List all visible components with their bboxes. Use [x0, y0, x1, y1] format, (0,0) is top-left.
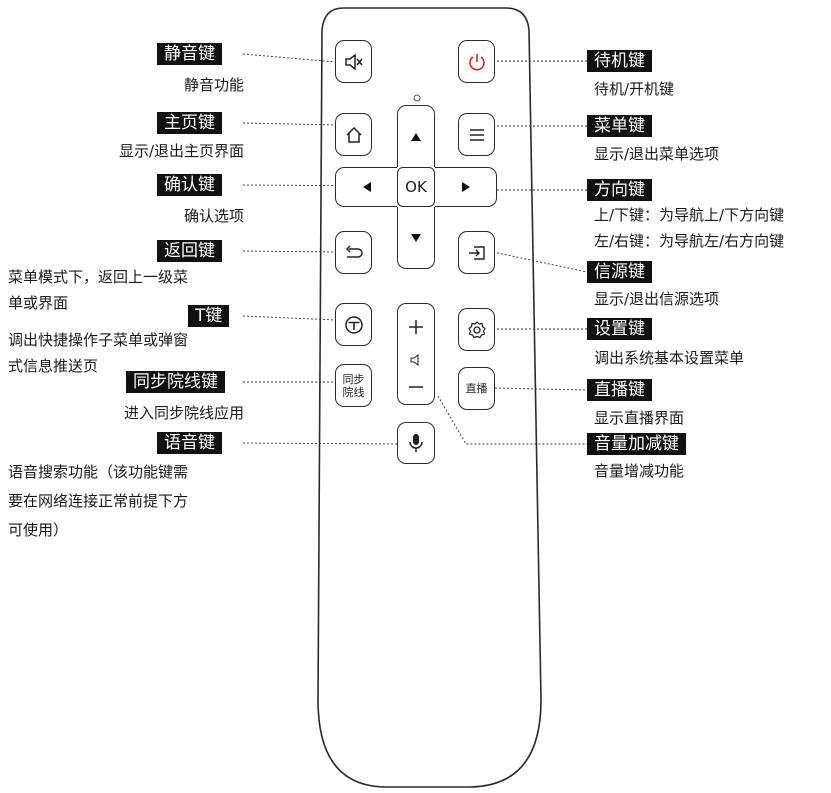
callout-direction-label: 方向键 — [587, 179, 652, 201]
callout-sync-desc: 进入同步院线应用 — [123, 404, 244, 422]
callout-direction-desc: 上/下键：为导航上/下方向键 左/右键：为导航左/右方向键 — [594, 206, 785, 250]
source-button[interactable] — [458, 231, 495, 274]
settings-button[interactable] — [458, 308, 495, 351]
indicator-light — [413, 94, 421, 102]
callout-menu-desc: 显示/退出菜单选项 — [594, 145, 720, 163]
power-icon — [468, 53, 485, 70]
sync-cinema-label-line1: 同步 — [342, 372, 365, 386]
callout-home-label: 主页键 — [157, 112, 222, 134]
speaker-icon — [410, 353, 419, 366]
plus-icon — [409, 320, 423, 335]
gear-icon — [467, 320, 486, 338]
arrow-down-icon — [411, 233, 421, 242]
voice-button[interactable] — [397, 422, 435, 464]
leader-volume — [437, 395, 587, 445]
back-button[interactable] — [335, 231, 372, 274]
callout-sync-label: 同步院线键 — [126, 371, 225, 393]
leader-live — [494, 387, 588, 391]
home-icon — [345, 126, 362, 143]
live-button[interactable]: 直播 — [458, 367, 495, 410]
callout-volume-desc: 音量增减功能 — [594, 462, 685, 480]
dpad-up-button[interactable] — [397, 105, 435, 167]
source-input-icon — [468, 245, 485, 260]
callout-volume-label: 音量加减键 — [587, 433, 686, 455]
mute-icon — [344, 52, 363, 71]
ok-label: OK — [405, 178, 427, 196]
volume-rocker[interactable] — [397, 303, 435, 405]
callout-voice-label: 语音键 — [157, 432, 222, 454]
callout-live-desc: 显示直播界面 — [594, 409, 685, 427]
dpad-left-button[interactable] — [335, 167, 397, 207]
menu-button[interactable] — [458, 113, 495, 156]
t-button[interactable] — [335, 303, 372, 346]
callout-source-desc: 显示/退出信源选项 — [594, 290, 720, 308]
dpad-right-button[interactable] — [435, 167, 497, 207]
leader-source — [492, 251, 588, 273]
callout-ok-label: 确认键 — [157, 174, 222, 196]
sync-cinema-label-line2: 院线 — [342, 385, 365, 399]
home-button[interactable] — [335, 113, 372, 156]
callout-back-label: 返回键 — [157, 240, 222, 262]
arrow-up-icon — [411, 132, 421, 141]
microphone-icon — [409, 434, 423, 452]
callout-back-desc: 菜单模式下，返回上一级菜 单或界面 — [8, 268, 189, 312]
sync-cinema-button[interactable]: 同步 院线 — [335, 364, 372, 407]
power-button[interactable] — [458, 40, 495, 83]
callout-menu-label: 菜单键 — [587, 115, 652, 137]
callout-power-desc: 待机/开机键 — [594, 80, 675, 98]
callout-t-label: T键 — [188, 305, 230, 327]
callout-home-desc: 显示/退出主页界面 — [118, 142, 244, 160]
leader-voice — [242, 442, 399, 445]
callout-live-label: 直播键 — [587, 379, 652, 401]
leader-home — [242, 122, 337, 126]
live-label: 直播 — [465, 382, 488, 395]
leader-mute — [242, 53, 337, 63]
callout-ok-desc: 确认选项 — [183, 207, 244, 225]
callout-voice-desc: 语音搜索功能（该功能键需 要在网络连接正常前提下方 可使用） — [8, 463, 189, 539]
callout-mute-label: 静音键 — [157, 43, 222, 65]
ok-button[interactable]: OK — [397, 167, 435, 207]
callout-power-label: 待机键 — [587, 50, 652, 72]
minus-icon — [409, 385, 423, 388]
callout-source-label: 信源键 — [587, 261, 652, 283]
leader-t — [242, 315, 337, 321]
callout-mute-desc: 静音功能 — [183, 76, 244, 94]
t-circle-icon — [344, 315, 363, 334]
arrow-left-icon — [362, 182, 371, 192]
dpad-down-button[interactable] — [397, 207, 435, 269]
arrow-right-icon — [461, 182, 470, 192]
mute-button[interactable] — [335, 40, 372, 83]
callout-t-desc: 调出快捷操作子菜单或弹窗 式信息推送页 — [8, 331, 189, 375]
leader-back — [242, 250, 337, 253]
back-icon — [345, 244, 363, 258]
menu-icon — [469, 128, 484, 141]
callout-settings-desc: 调出系统基本设置菜单 — [594, 349, 745, 367]
callout-settings-label: 设置键 — [587, 318, 652, 340]
